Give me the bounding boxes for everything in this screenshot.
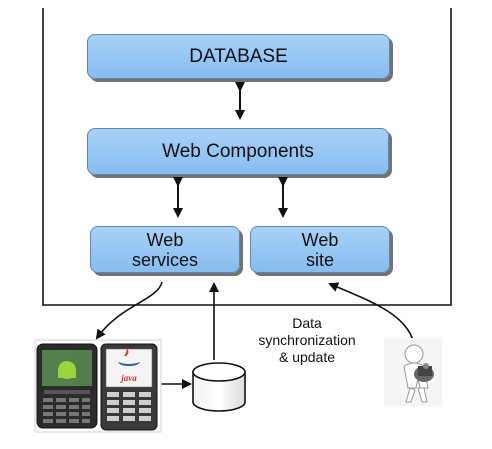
web-components-label: Web Components — [162, 140, 314, 162]
web-site-box: Web site — [250, 226, 390, 273]
web-site-label: Web site — [301, 229, 339, 270]
local-storage-cylinder — [192, 362, 246, 412]
web-services-box: Web services — [90, 226, 240, 273]
ws-to-phone-arrow — [95, 281, 163, 340]
database-box: DATABASE — [87, 34, 390, 79]
mobile-devices-image: java — [34, 339, 162, 433]
java-phone-icon: java — [100, 343, 158, 431]
java-logo-text: java — [119, 373, 137, 383]
android-phone-icon — [36, 343, 98, 429]
sync-label: Data synchronization & update — [258, 315, 356, 365]
server-boundary-frame — [42, 8, 452, 306]
web-services-label: Web services — [131, 229, 198, 270]
web-components-box: Web Components — [87, 128, 389, 175]
web-user-icon — [384, 338, 442, 406]
database-label: DATABASE — [189, 45, 288, 67]
